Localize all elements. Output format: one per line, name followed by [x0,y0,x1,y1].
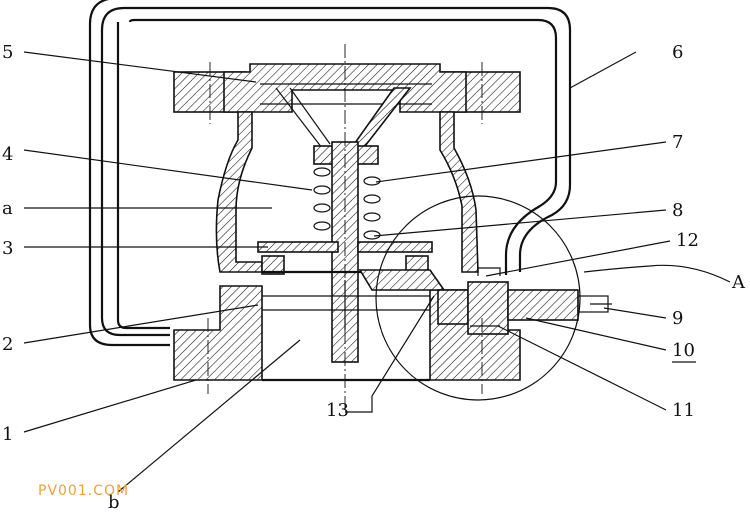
label-10: 10 [672,340,695,361]
detail-circle-A [375,195,581,401]
label-12: 12 [676,230,699,251]
label-11: 11 [672,400,695,421]
top-flange [173,63,521,113]
label-5: 5 [2,42,13,63]
pilot-valve [437,267,612,335]
label-9: 9 [672,308,683,329]
watermark: PV001.COM [38,483,129,499]
label-3: 3 [2,238,13,259]
label-6: 6 [672,42,683,63]
leader-lines [23,51,731,493]
label-b: b [108,492,120,513]
label-13: 13 [326,400,349,421]
label-4: 4 [2,144,13,165]
label-A: A [731,272,746,293]
label-7: 7 [672,132,683,153]
label-2: 2 [2,334,13,355]
valve-body [215,111,479,273]
label-a: a [2,198,13,219]
label-1: 1 [2,424,13,445]
label-8: 8 [672,200,683,221]
part-labels: 5 4 a 3 2 1 b 6 7 8 12 A 9 10 11 13 [2,42,746,513]
